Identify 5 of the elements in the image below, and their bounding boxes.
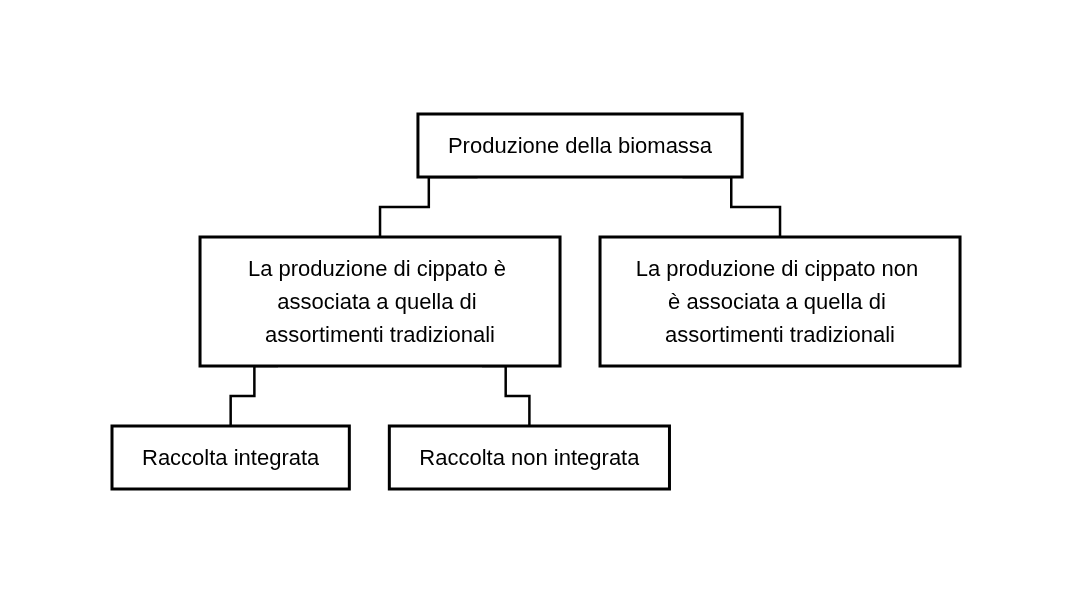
node-box: La produzione di cippato è associata a quella di assortimenti tradizionali [199,235,562,367]
node-box: Raccolta integrata [111,424,352,490]
node-box: La produzione di cippato non è associata a quella di assortimenti tradizionali [599,235,962,367]
node-box: Raccolta non integrata [388,424,672,490]
node-box: Produzione della biomassa [416,112,745,178]
